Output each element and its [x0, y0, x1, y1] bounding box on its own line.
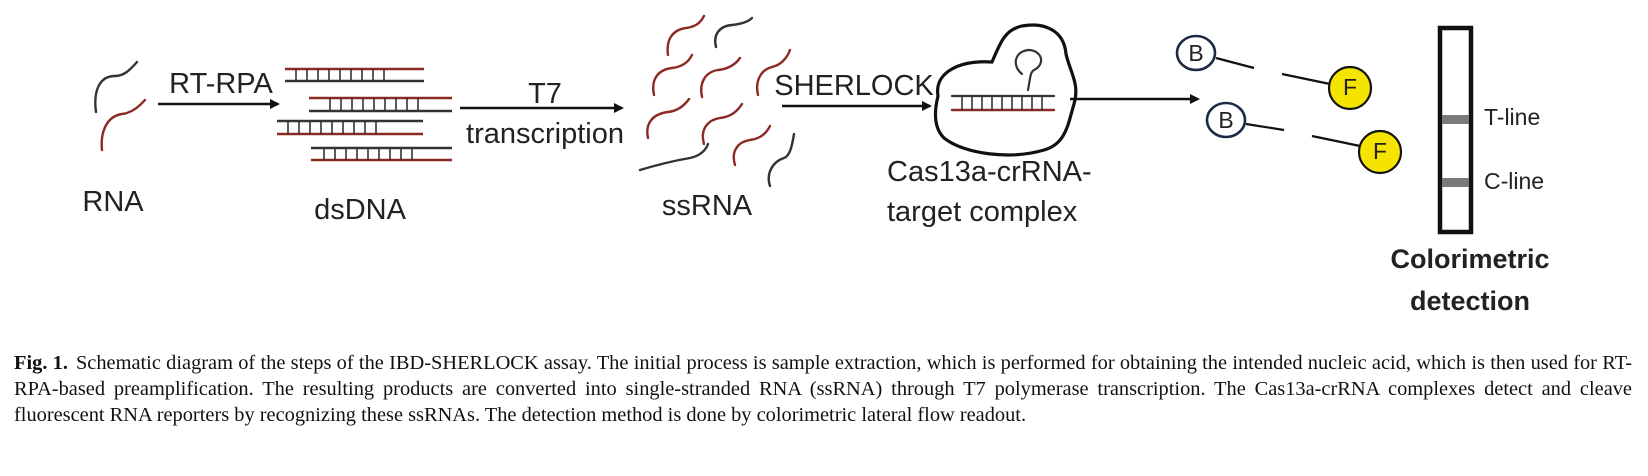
ssrna-strands — [638, 14, 796, 188]
dsdna-label: dsDNA — [314, 194, 406, 226]
reporter-1-f-label: F — [1342, 74, 1358, 100]
reporter-2-b-label: B — [1218, 107, 1234, 133]
c-line-label: C-line — [1484, 168, 1545, 194]
fluorophore-node — [1357, 129, 1403, 175]
rna-strands — [94, 60, 147, 152]
biotin-node — [1175, 34, 1217, 72]
sherlock-label: SHERLOCK — [774, 70, 934, 102]
c-line-band — [1442, 178, 1469, 187]
schematic-figure: B F B F RNA RT-RPA dsDNA T7 transcriptio… — [82, 14, 1550, 316]
detection-label-line1: Colorimetric — [1390, 244, 1550, 274]
complex-label-line1: Cas13a-crRNA- — [887, 156, 1092, 188]
detection-label-line2: detection — [1409, 286, 1531, 316]
caption-label: Fig. 1. — [14, 352, 68, 374]
reporter-1 — [1175, 34, 1373, 111]
t-line-band — [1442, 115, 1469, 124]
reporter-2-f-label: F — [1372, 138, 1388, 164]
cas13a-complex — [933, 23, 1078, 157]
complex-label-line2: target complex — [887, 196, 1078, 228]
fluorophore-node — [1327, 65, 1373, 111]
t7-label: T7 — [528, 78, 562, 110]
transcription-label: transcription — [466, 118, 624, 150]
biotin-node — [1205, 101, 1247, 139]
reporter-1-b-label: B — [1188, 40, 1204, 66]
caption-text: Schematic diagram of the steps of the IB… — [14, 352, 1632, 426]
ssrna-label: ssRNA — [661, 190, 753, 222]
lateral-flow-strip — [1437, 25, 1474, 235]
reporter-2 — [1205, 101, 1403, 175]
dsdna-ladders — [277, 67, 452, 162]
figure-caption: Fig. 1.Schematic diagram of the steps of… — [14, 350, 1632, 428]
rt-rpa-label: RT-RPA — [169, 68, 273, 100]
rna-label: RNA — [82, 186, 144, 218]
t-line-label: T-line — [1484, 104, 1541, 130]
schematic-drawing — [94, 14, 1474, 235]
